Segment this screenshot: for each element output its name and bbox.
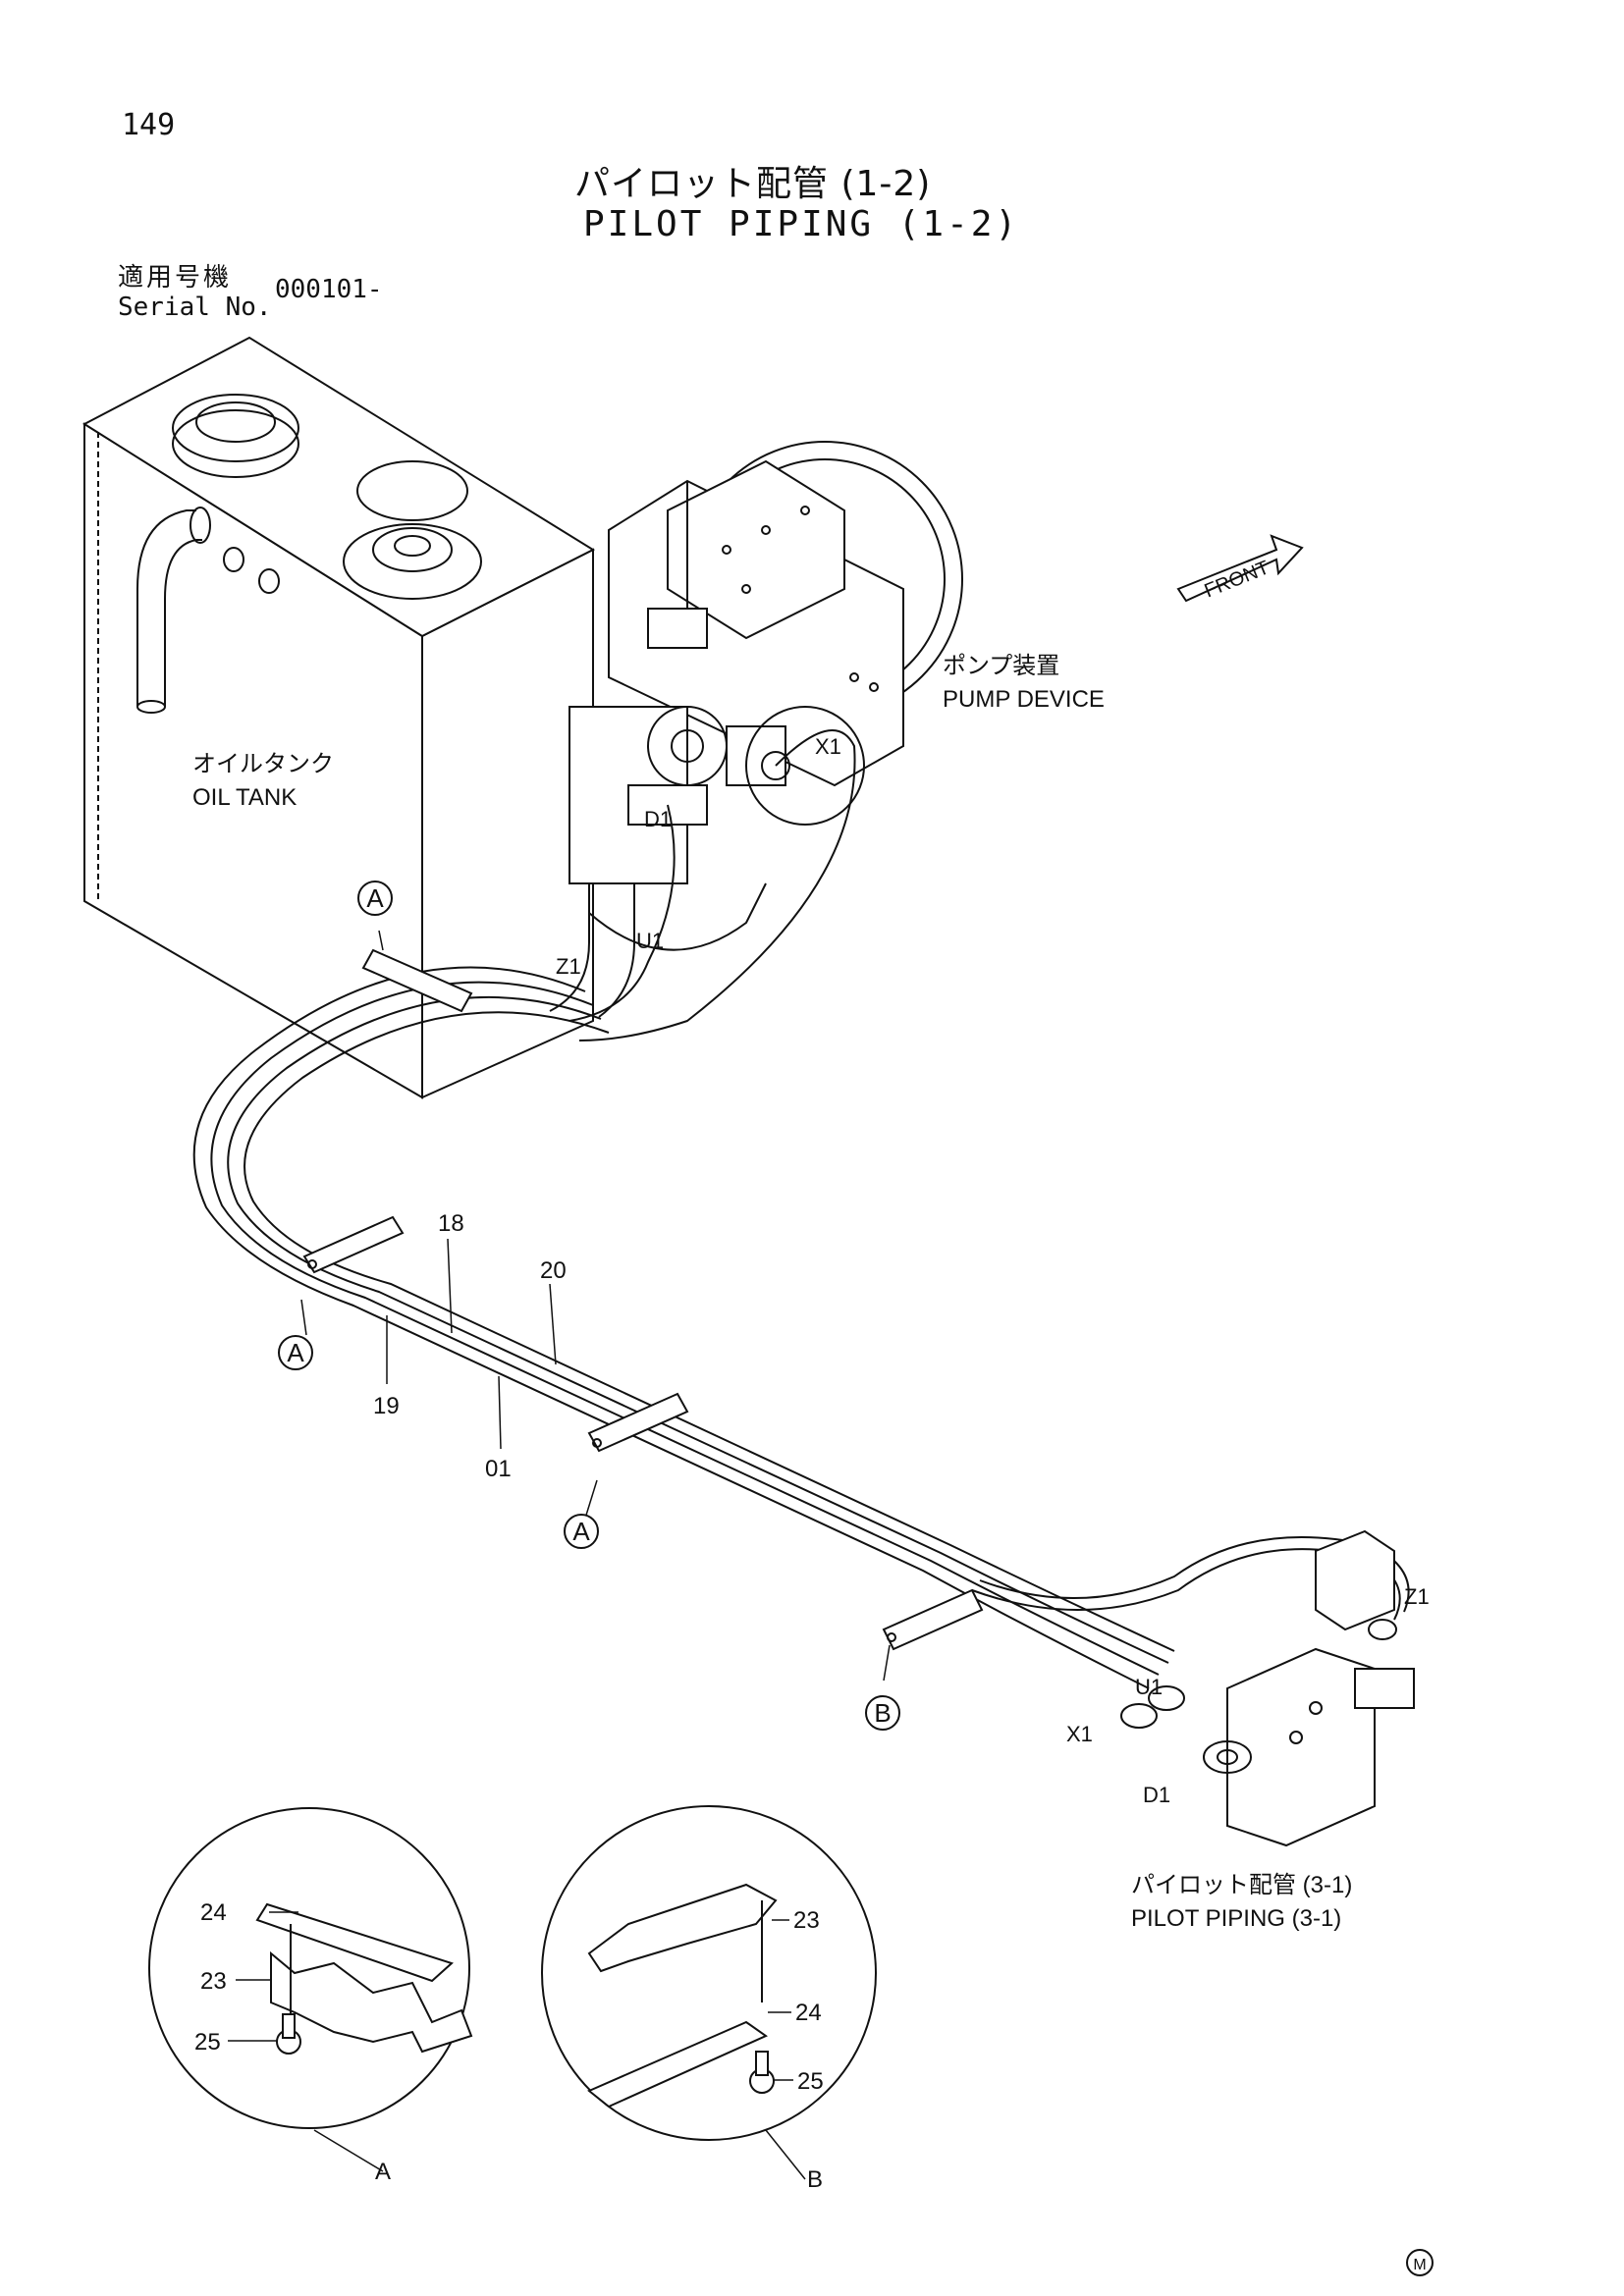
- pilot-piping-ref-en: PILOT PIPING (3-1): [1131, 1905, 1341, 1932]
- part-number-01: 01: [485, 1456, 512, 1482]
- port-x1-valve: X1: [1066, 1722, 1093, 1746]
- m-mark-circle: [1406, 2249, 1434, 2276]
- pump-device-label-en: PUMP DEVICE: [943, 686, 1105, 713]
- port-z1-valve: Z1: [1404, 1584, 1430, 1609]
- pump-device-label-jp: ポンプ装置: [943, 653, 1059, 679]
- front-arrow-icon: [1176, 534, 1304, 603]
- pump-device-drawing: [568, 441, 963, 951]
- title-english: PILOT PIPING (1-2): [583, 204, 1020, 244]
- oil-tank-drawing: [81, 336, 596, 1099]
- hose-clamps: [302, 948, 984, 1651]
- title-japanese: パイロット配管 (1-2): [574, 164, 932, 204]
- callout-a-1: A: [366, 883, 384, 913]
- control-valve-drawing: [1120, 1529, 1415, 1847]
- port-u1-pump: U1: [636, 929, 664, 953]
- part-number-18: 18: [438, 1210, 464, 1237]
- port-x1-pump: X1: [815, 734, 841, 759]
- detail-circle-b: [541, 1805, 877, 2180]
- detail-a-part-24: 24: [200, 1899, 227, 1926]
- detail-b-label: B: [807, 2166, 823, 2193]
- part-number-20: 20: [540, 1257, 567, 1284]
- port-u1-valve: U1: [1135, 1675, 1163, 1699]
- detail-a-part-23: 23: [200, 1968, 227, 1995]
- detail-circle-a: [148, 1807, 473, 2172]
- detail-b-part-23: 23: [793, 1907, 820, 1934]
- leader-lines: [300, 930, 891, 1682]
- port-z1-pump: Z1: [556, 954, 581, 979]
- detail-a-part-25: 25: [194, 2029, 221, 2056]
- port-d1-pump: D1: [644, 807, 672, 831]
- port-d1-valve: D1: [1143, 1783, 1170, 1807]
- callout-markers: [278, 881, 900, 1731]
- detail-b-part-25: 25: [797, 2068, 824, 2095]
- callout-a-3: A: [572, 1517, 590, 1546]
- serial-number-value: 000101-: [275, 275, 383, 304]
- callout-a-2: A: [287, 1338, 304, 1367]
- detail-a-label: A: [375, 2159, 391, 2185]
- detail-b-part-24: 24: [795, 2000, 822, 2026]
- pilot-hose-bundle: [192, 729, 1410, 1689]
- pilot-piping-ref-jp: パイロット配管 (3-1): [1131, 1872, 1352, 1898]
- serial-label-english: Serial No.: [118, 293, 272, 322]
- oil-tank-label-en: OIL TANK: [192, 784, 297, 811]
- page-number: 149: [122, 108, 176, 142]
- callout-b: B: [874, 1698, 891, 1728]
- part-number-19: 19: [373, 1393, 400, 1419]
- oil-tank-label-jp: オイルタンク: [192, 751, 334, 777]
- m-mark: M: [1413, 2257, 1426, 2273]
- serial-label-japanese: 適用号機: [118, 263, 233, 293]
- front-label: FRONT: [1202, 557, 1272, 602]
